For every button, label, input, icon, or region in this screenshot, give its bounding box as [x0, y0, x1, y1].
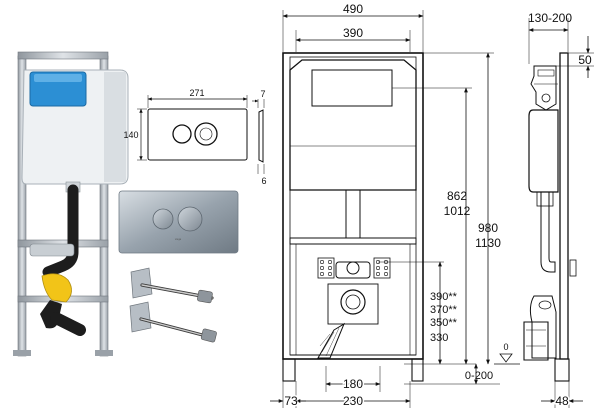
floor-level-value: 0: [503, 342, 508, 352]
front-foot-right: [411, 358, 424, 382]
small-flush-button: [172, 124, 192, 144]
side-flush-pipe: [540, 192, 556, 273]
side-elevation: 130-200 50 48: [523, 11, 594, 410]
outlet-spacing-value: 180: [343, 377, 363, 391]
front-bolt-hole-block-left: [317, 257, 335, 279]
frame-height-980-value: 980: [478, 221, 498, 235]
inner-foot-value: 230: [343, 394, 363, 408]
front-drain-holder: [327, 283, 379, 325]
top-offset-value: 50: [578, 53, 592, 67]
side-cistern: [528, 109, 559, 193]
outlet-height-370: 370**: [430, 304, 458, 316]
mounting-bolt-lower: [129, 301, 217, 343]
flush-plate-outline: [147, 108, 248, 161]
overall-width-value: 490: [343, 2, 363, 16]
front-frame-inner: [289, 56, 417, 356]
chrome-button-large: [177, 206, 203, 232]
outlet-height-330: 330: [430, 332, 448, 344]
large-flush-button-inner: [199, 127, 213, 141]
side-frame-post: [559, 52, 569, 360]
product-photo: [13, 51, 129, 357]
plate-side-profile: [258, 109, 264, 163]
frame-height-1130-value: 1130: [475, 236, 501, 250]
front-flush-pipe: [345, 189, 361, 239]
side-drain-bend: [529, 295, 557, 359]
front-elevation: 490 390 862 1012 980 1130 390** 370** 35…: [270, 2, 520, 410]
plate-side-thickness-value: 7: [260, 89, 265, 99]
blue-actuator-top: [34, 74, 82, 82]
front-inlet-bracket: [335, 261, 371, 279]
front-actuator-opening: [311, 69, 393, 107]
front-foot-left: [282, 358, 296, 382]
front-drain-outlet: [340, 289, 366, 315]
frame-foot-left: [13, 350, 31, 356]
height-1012-value: 1012: [444, 204, 471, 218]
inner-width-value: 390: [343, 26, 363, 40]
flush-plate-drawing: 271 140 7 6: [123, 88, 266, 186]
foot-depth-value: 48: [555, 394, 569, 408]
large-flush-button: [194, 122, 218, 146]
plate-height-value: 140: [123, 130, 138, 140]
front-bolt-hole-block-right: [373, 257, 391, 279]
frame-foot-right: [95, 350, 113, 356]
mounting-bolt-set: [129, 267, 217, 343]
plate-brand-mark: viega: [175, 237, 182, 241]
front-cistern: [289, 59, 417, 191]
depth-range-value: 130-200: [528, 11, 572, 25]
front-inlet-connection: [346, 261, 360, 275]
flush-plate-photo: viega: [118, 190, 239, 254]
side-foot: [554, 358, 570, 382]
front-cross-rail: [289, 237, 417, 245]
front-frame-outer: [282, 52, 424, 360]
side-inlet-valve: [530, 65, 557, 111]
foot-offset-value: 73: [284, 394, 298, 408]
cistern-side-shade: [104, 72, 126, 182]
outlet-height-390: 390**: [430, 291, 458, 303]
outlet-height-350: 350**: [430, 317, 458, 329]
side-drain-outlet: [523, 321, 549, 361]
height-862-value: 862: [447, 189, 467, 203]
frame-top-bar: [17, 51, 109, 60]
plate-side-depth-value: 6: [261, 176, 266, 186]
front-drain-pipe: [317, 322, 346, 359]
plate-width-value: 271: [189, 88, 204, 98]
chrome-button-small: [152, 208, 174, 230]
flush-pipe-black: [42, 184, 79, 278]
drain-pipe-black: [50, 312, 86, 336]
drain-elbow-yellow: [41, 273, 72, 303]
floor-level-triangle: [499, 353, 513, 363]
connection-set-bracket: [29, 243, 75, 257]
floor-range-value: 0-200: [465, 370, 493, 382]
mounting-bolt-upper: [130, 267, 214, 304]
